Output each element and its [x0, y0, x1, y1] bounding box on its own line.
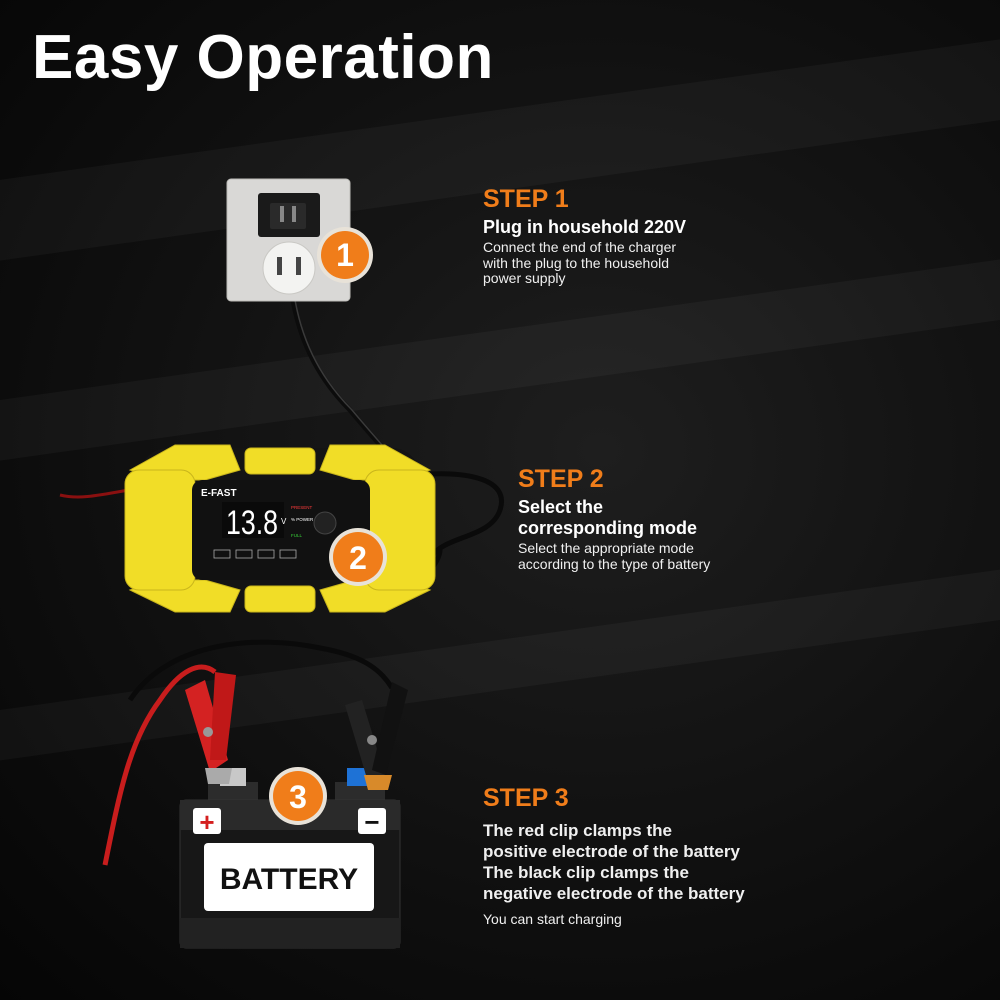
step-3-description-line: positive electrode of the battery: [483, 842, 740, 861]
step-1-label: STEP 1: [483, 185, 569, 213]
step-2: STEP 2 Select the corresponding mode Sel…: [518, 465, 710, 572]
charger-brand: E-FAST: [201, 488, 237, 499]
red-cable: [102, 664, 217, 866]
step-2-heading-line: corresponding mode: [518, 518, 698, 538]
step-3-description-line: negative electrode of the battery: [483, 884, 745, 903]
step-3-description-line: The red clip clamps the: [483, 821, 672, 840]
step-badge-2: 2: [329, 528, 387, 586]
charger-display: [222, 502, 284, 538]
black-cable: [127, 639, 395, 702]
step-2-heading-line: Select the: [518, 497, 604, 517]
svg-text:3: 3: [289, 779, 307, 815]
black-clamp-icon: [345, 682, 408, 790]
step-2-description-line: Select the appropriate mode: [518, 540, 694, 556]
page-title: Easy Operation: [32, 23, 494, 92]
step-3-note: You can start charging: [483, 911, 622, 927]
charger-status-power: % POWER: [291, 517, 314, 522]
step-1-description: Connect the end of the charger with the …: [483, 239, 686, 287]
battery-plus-sign: +: [199, 807, 214, 837]
step-2-label: STEP 2: [518, 465, 604, 493]
charger-display-value: 13.8: [226, 504, 278, 542]
step-2-description-line: according to the type of battery: [518, 555, 711, 572]
svg-text:2: 2: [349, 540, 367, 576]
step-1-description-line: power supply: [483, 270, 566, 286]
charger-status-present: PRESENT: [291, 505, 313, 510]
battery-icon: + − BATTERY: [179, 768, 401, 949]
step-1-description-line: with the plug to the household: [483, 254, 670, 271]
step-3-description-line: The black clip clamps the: [483, 863, 689, 882]
wall-outlet-icon: [226, 178, 351, 302]
mode-button: [313, 511, 337, 535]
charger-status-full: FULL: [291, 533, 303, 538]
battery-plus-sign-bg: [193, 808, 221, 834]
step-1-heading: Plug in household 220V: [483, 217, 687, 237]
step-3-label: STEP 3: [483, 784, 569, 812]
step-badge-1: 1: [317, 227, 373, 283]
charger-icon: E-FAST 13.8 V PRESENT % POWER FULL: [124, 444, 436, 613]
charger-display-unit: V: [281, 517, 287, 526]
mode-indicators: [213, 549, 297, 559]
red-clamp-icon: [185, 672, 236, 784]
step-3-description: The red clip clamps the positive electro…: [483, 820, 745, 904]
step-2-description: Select the appropriate mode according to…: [518, 540, 711, 572]
step-1: STEP 1 Plug in household 220V Connect th…: [483, 185, 686, 287]
battery-label: BATTERY: [220, 863, 358, 896]
svg-text:1: 1: [336, 237, 354, 273]
step-badge-3: 3: [269, 767, 327, 825]
battery-minus-sign-bg: [358, 808, 386, 834]
step-2-heading: Select the corresponding mode: [518, 497, 710, 539]
step-3: STEP 3 The red clip clamps the positive …: [483, 784, 745, 928]
battery-minus-sign: −: [364, 807, 379, 837]
step-1-description-line: Connect the end of the charger: [483, 239, 677, 255]
